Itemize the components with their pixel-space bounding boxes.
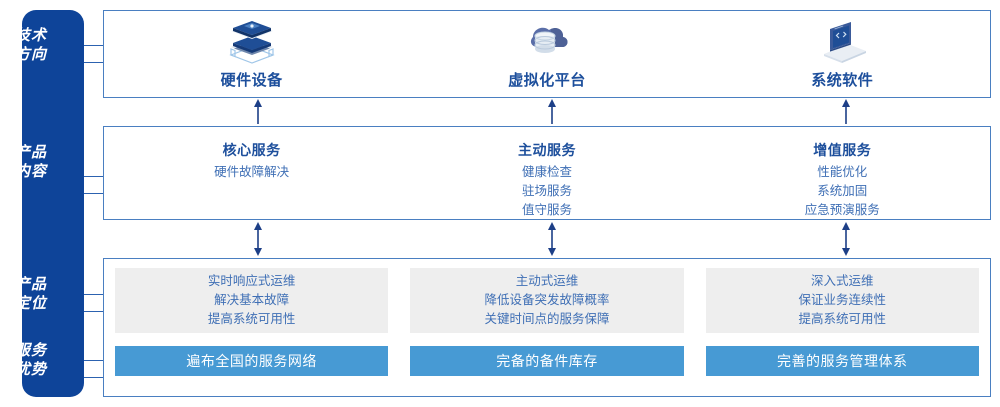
positioning-card: 实时响应式运维 解决基本故障 提高系统可用性 — [115, 268, 389, 333]
sidebar-item-technology[interactable]: 技术 方向 — [0, 26, 62, 64]
sidebar-label-line2: 优势 — [14, 361, 47, 378]
positioning-card: 主动式运维 降低设备突发故障概率 关键时间点的服务保障 — [410, 268, 684, 333]
product-line: 应急预演服务 — [804, 203, 880, 217]
product-line: 健康检查 — [521, 165, 572, 179]
sidebar-panel — [22, 10, 84, 397]
advantage-bar-spare-parts[interactable]: 完备的备件库存 — [410, 346, 684, 376]
product-title: 增值服务 — [813, 142, 872, 158]
sidebar-item-service-advantage[interactable]: 服务 优势 — [0, 341, 62, 379]
connector-line-product-bottom — [84, 193, 104, 194]
connector-line-product-top — [84, 176, 104, 177]
technology-label: 硬件设备 — [220, 72, 283, 89]
arrow-up-icon-hardware — [254, 99, 262, 124]
sidebar-label-line2: 方向 — [14, 46, 47, 63]
product-line: 性能优化 — [817, 165, 868, 179]
positioning-advantage-box: 实时响应式运维 解决基本故障 提高系统可用性 遍布全国的服务网络 主动式运维 降… — [103, 258, 991, 397]
positioning-column-deep[interactable]: 深入式运维 保证业务连续性 提高系统可用性 完善的服务管理体系 — [695, 259, 990, 396]
sidebar-label-line1: 技术 — [14, 27, 47, 44]
technology-label: 系统软件 — [811, 72, 874, 89]
product-title: 主动服务 — [517, 142, 576, 158]
product-content-box: 核心服务 硬件故障解决 主动服务 健康检查 驻场服务 值守服务 增值服务 性能优… — [103, 126, 991, 220]
advantage-bar-management-system[interactable]: 完善的服务管理体系 — [705, 346, 979, 376]
product-line: 硬件故障解决 — [214, 165, 290, 179]
technology-label: 虚拟化平台 — [508, 72, 586, 89]
positioning-line: 提高系统可用性 — [798, 312, 887, 326]
laptop-code-icon — [824, 22, 867, 63]
sidebar-label-line1: 产品 — [14, 276, 47, 293]
connector-line-technology-top — [84, 45, 104, 46]
advantage-bar-service-network[interactable]: 遍布全国的服务网络 — [115, 346, 389, 376]
connector-line-positioning-bottom — [84, 311, 104, 312]
sidebar-item-product-content[interactable]: 产品 内容 — [0, 143, 62, 181]
server-stack-icon — [228, 21, 275, 64]
connector-line-advantage-bottom — [84, 377, 104, 378]
arrow-updown-icon-core — [254, 222, 262, 256]
positioning-line: 关键时间点的服务保障 — [484, 312, 610, 326]
product-item-value-added-service[interactable]: 增值服务 性能优化 系统加固 应急预演服务 — [695, 127, 990, 219]
positioning-line: 提高系统可用性 — [207, 312, 296, 326]
positioning-line: 降低设备突发故障概率 — [484, 293, 610, 307]
product-line: 驻场服务 — [521, 184, 572, 198]
arrow-updown-icon-value-added — [842, 222, 850, 256]
positioning-column-proactive[interactable]: 主动式运维 降低设备突发故障概率 关键时间点的服务保障 完备的备件库存 — [399, 259, 694, 396]
arrow-updown-icon-proactive — [548, 222, 556, 256]
positioning-line: 解决基本故障 — [214, 293, 290, 307]
connector-line-technology-bottom — [84, 62, 104, 63]
sidebar-item-product-positioning[interactable]: 产品 定位 — [0, 275, 62, 313]
positioning-line: 深入式运维 — [811, 274, 874, 288]
positioning-line: 保证业务连续性 — [798, 293, 887, 307]
cloud-database-icon — [530, 27, 568, 53]
positioning-card: 深入式运维 保证业务连续性 提高系统可用性 — [705, 268, 979, 333]
connector-line-positioning-top — [84, 294, 104, 295]
connector-line-advantage-top — [84, 360, 104, 361]
positioning-line: 主动式运维 — [515, 274, 579, 288]
product-item-core-service[interactable]: 核心服务 硬件故障解决 — [104, 127, 399, 219]
product-item-proactive-service[interactable]: 主动服务 健康检查 驻场服务 值守服务 — [399, 127, 694, 219]
technology-item-hardware[interactable]: 硬件设备 — [104, 11, 399, 97]
sidebar-label-line2: 内容 — [14, 163, 47, 180]
technology-item-system-software[interactable]: 系统软件 — [695, 11, 990, 97]
arrow-up-icon-virtualization — [548, 99, 556, 124]
positioning-line: 实时响应式运维 — [207, 274, 296, 288]
positioning-column-realtime[interactable]: 实时响应式运维 解决基本故障 提高系统可用性 遍布全国的服务网络 — [104, 259, 399, 396]
product-title: 核心服务 — [222, 142, 281, 158]
technology-item-virtualization[interactable]: 虚拟化平台 — [399, 11, 694, 97]
sidebar-label-line2: 定位 — [14, 295, 47, 312]
product-line: 系统加固 — [817, 184, 868, 198]
sidebar-label-line1: 产品 — [14, 144, 47, 161]
technology-direction-box: 硬件设备 虚拟化平台 — [103, 10, 991, 98]
product-line: 值守服务 — [521, 203, 572, 217]
arrow-up-icon-system-software — [842, 99, 850, 124]
sidebar-label-line1: 服务 — [14, 342, 47, 359]
